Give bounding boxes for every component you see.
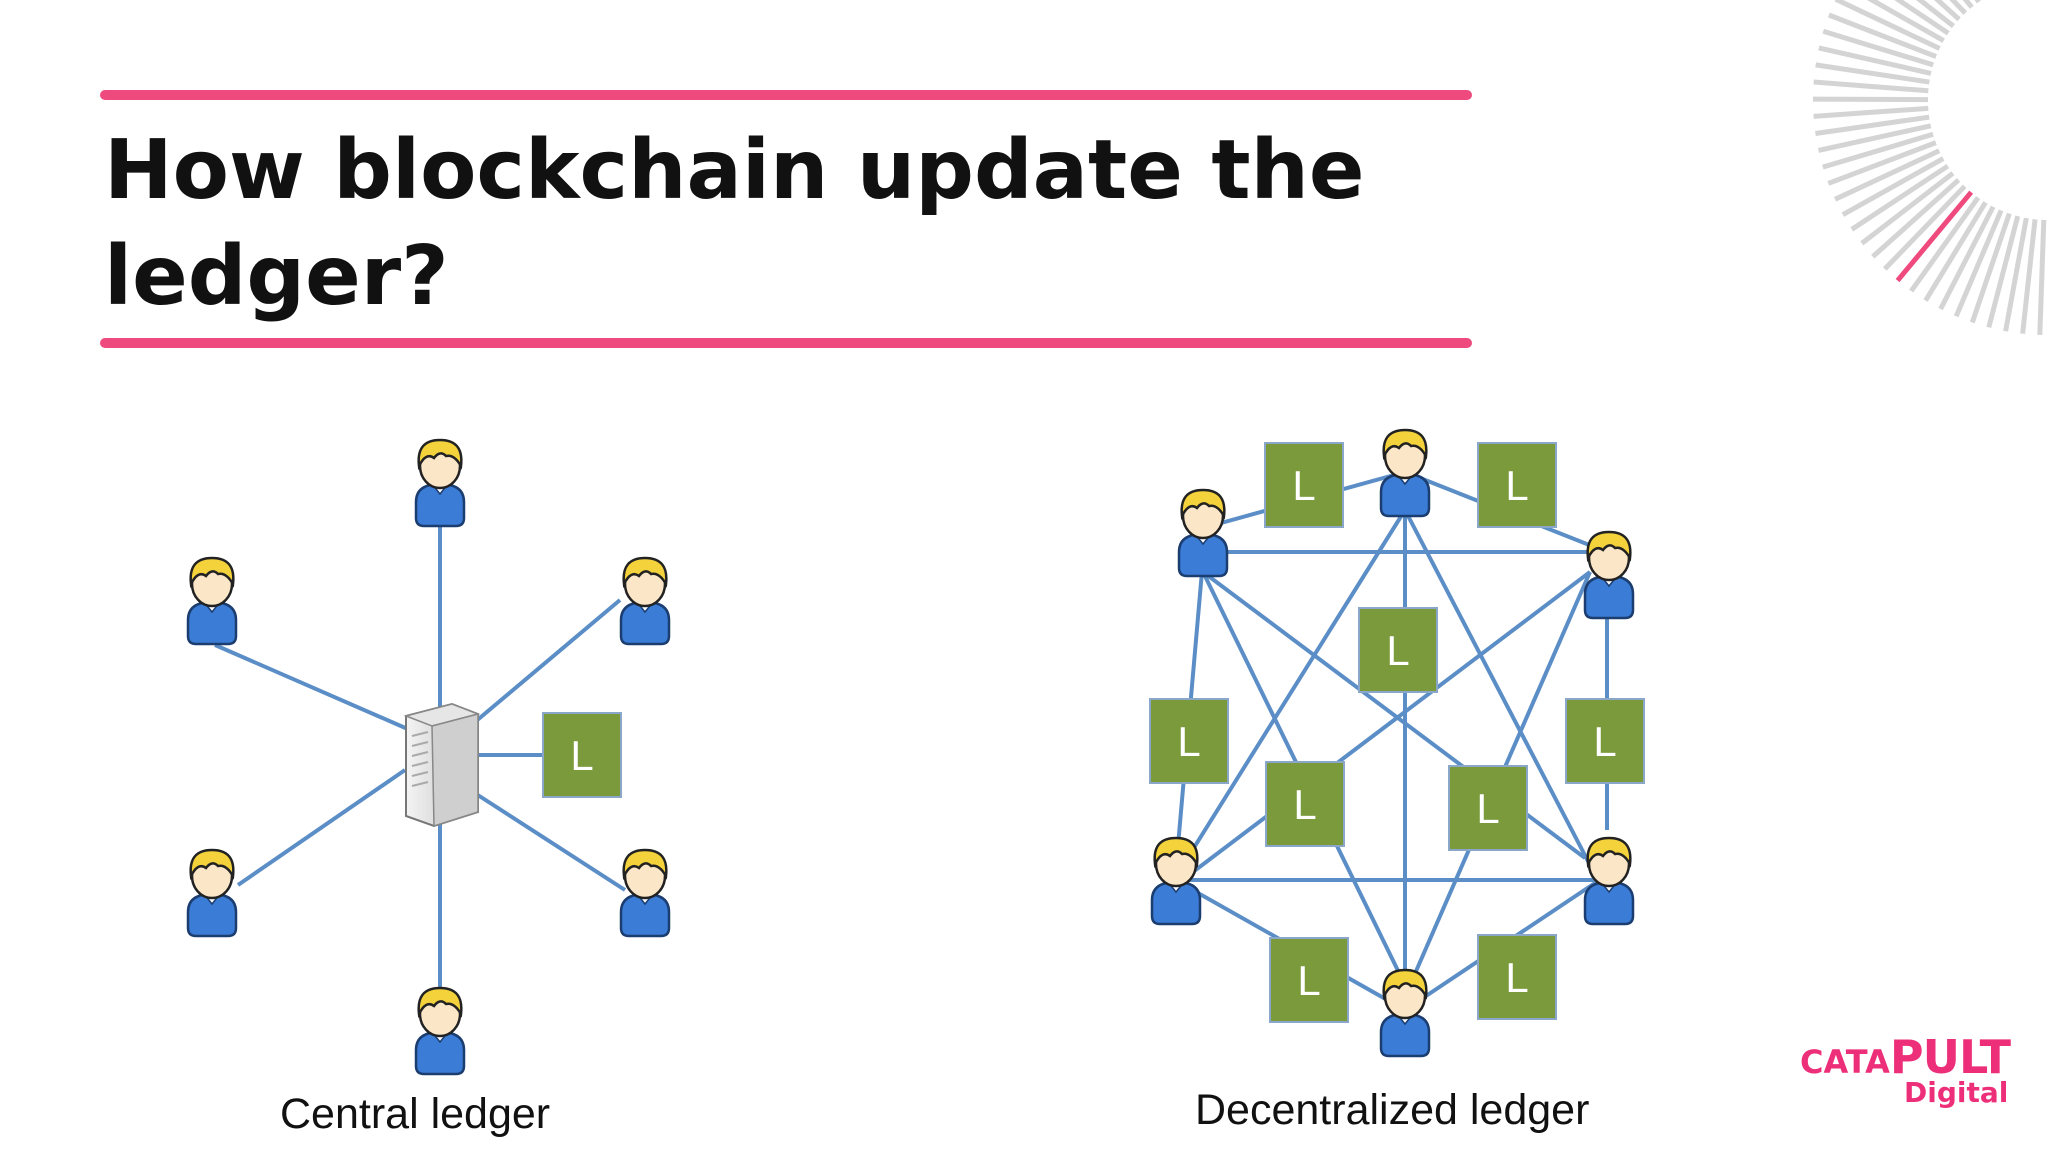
burst-ray — [1841, 156, 1945, 217]
burst-ray — [1822, 131, 1934, 170]
logo-subtext: Digital — [1904, 1076, 2009, 1109]
burst-ray — [1813, 79, 1929, 94]
user-icon — [186, 848, 238, 938]
user-icon — [619, 848, 671, 938]
burst-ray — [1933, 0, 1961, 22]
burst-ray — [1850, 163, 1950, 232]
ledger-icon: L — [1477, 934, 1557, 1020]
central-ledger-diagram: L — [186, 438, 671, 1076]
burst-ray — [1813, 105, 1929, 119]
server-icon — [403, 702, 481, 828]
ledger-label: L — [1297, 957, 1320, 1004]
user-icon — [1583, 530, 1635, 620]
central-ledger-caption: Central ledger — [280, 1090, 551, 1138]
bottom-accent-rule — [100, 338, 1472, 348]
user-icon — [1379, 968, 1431, 1058]
ledger-label: L — [1505, 462, 1528, 509]
ledger-label: L — [1386, 627, 1409, 674]
ledger-icon: L — [1264, 442, 1344, 528]
burst-ray — [1860, 171, 1955, 246]
burst-ray — [1895, 190, 1974, 283]
burst-ray — [1818, 45, 1932, 76]
ledger-icon: L — [1565, 698, 1645, 784]
slide-title: How blockchain update the ledger? — [104, 123, 1365, 324]
burst-ray — [1833, 148, 1941, 202]
burst-ray — [1938, 205, 1996, 311]
logo-text-upper: PULT — [1889, 1030, 2011, 1084]
user-icon — [414, 986, 466, 1076]
ledger-icon: L — [1448, 765, 1528, 851]
decentralized-ledger-diagram: L L L L L L L L L — [1149, 428, 1645, 1058]
burst-ray — [1822, 28, 1934, 68]
user-icon — [1177, 488, 1229, 578]
burst-ray — [1871, 178, 1961, 259]
decentralized-ledger-caption: Decentralized ledger — [1195, 1086, 1590, 1134]
user-icon — [414, 438, 466, 528]
ledger-icon: L — [1149, 698, 1229, 784]
burst-ray — [1817, 123, 1932, 153]
ledger-icon: L — [1358, 607, 1438, 693]
ledger-label: L — [1505, 954, 1528, 1001]
burst-ray — [2003, 217, 2029, 332]
ledger-label: L — [1476, 785, 1499, 832]
ledger-icon: L — [1269, 937, 1349, 1023]
burst-ray — [1969, 212, 2012, 324]
burst-ray — [1953, 209, 2004, 318]
burst-ray — [1827, 12, 1938, 59]
ledger-icon: L — [1477, 442, 1557, 528]
burst-ray — [1882, 184, 1967, 271]
ledger-icon: L — [542, 712, 622, 798]
user-icon — [619, 556, 671, 646]
burst-ray — [1909, 196, 1981, 293]
ledger-label: L — [1293, 781, 1316, 828]
burst-ray — [1827, 140, 1937, 186]
user-icon — [1379, 428, 1431, 518]
ledger-label: L — [1593, 718, 1616, 765]
burst-ray — [1866, 0, 1945, 43]
ledger-icon: L — [1265, 761, 1345, 847]
burst-ray — [2020, 219, 2038, 334]
logo-wordmark: cataPULT — [1800, 1030, 2011, 1084]
user-icon — [186, 556, 238, 646]
burst-ray — [1815, 114, 1930, 136]
ledger-label: L — [570, 732, 593, 779]
burst-ray — [1834, 0, 1941, 51]
ledger-icons: L L L L L L L L L — [1149, 442, 1645, 1023]
ledger-label: L — [1292, 462, 1315, 509]
burst-ray — [1986, 215, 2021, 329]
top-accent-rule — [100, 90, 1472, 100]
burst-ray — [1815, 62, 1930, 85]
burst-ray — [1894, 0, 1950, 36]
burst-ray — [1923, 201, 1988, 302]
burst-ray — [2037, 219, 2047, 335]
burst-ray — [1915, 0, 1955, 29]
logo-text-lower: cata — [1800, 1043, 1890, 1081]
ledger-label: L — [1177, 718, 1200, 765]
